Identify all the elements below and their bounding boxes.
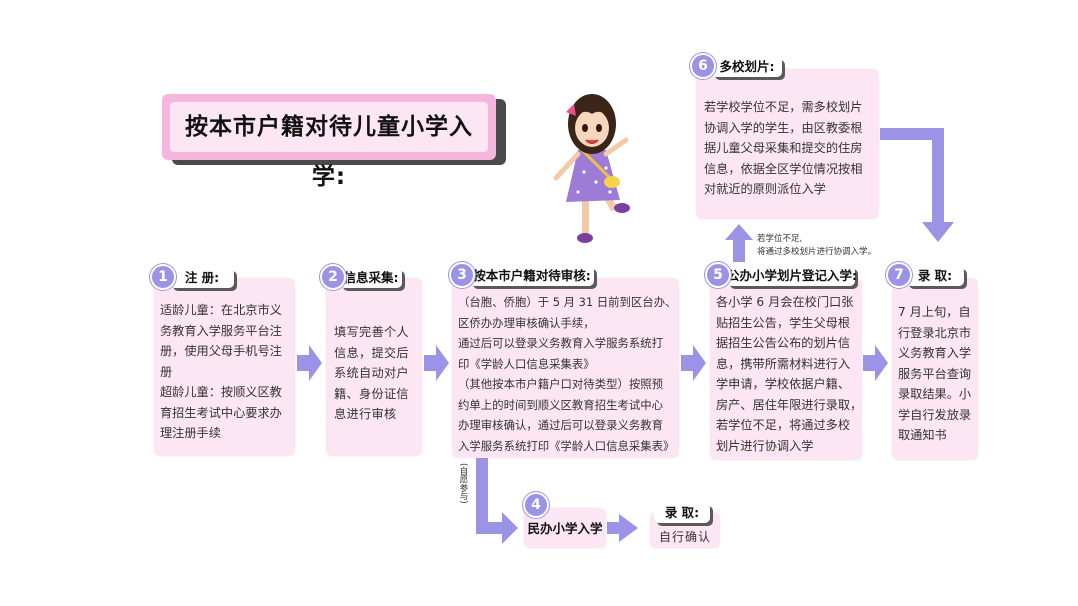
voluntary-note: (自愿参与): [458, 463, 468, 504]
step-1-badge: 1: [150, 264, 176, 290]
step-3-line: （台胞、侨胞）于 5 月 31 日前到区台办、: [458, 295, 677, 309]
step-7-line: 义务教育入学: [898, 346, 972, 360]
page-title: 按本市户籍对待儿童小学入学:: [185, 114, 473, 190]
step-1-line: 适龄儿童：在北京市义: [160, 303, 282, 317]
step-6-line: 协调入学的学生，由区教委根: [704, 120, 863, 135]
step-2-line: 系统自动对户: [334, 366, 409, 380]
step-6-line: 据儿童父母采集和提交的住房: [704, 141, 863, 155]
step-7-line: 录取结果。小: [898, 387, 972, 401]
step-3-line: 区侨办办理审核确认手续，: [458, 315, 595, 330]
shortage-note-line2: 将通过多校划片进行协调入学。: [757, 247, 877, 257]
step-2-line: 信息，提交后: [334, 345, 409, 360]
step-2-line: 息进行审核: [334, 407, 397, 421]
step-1-line: 超龄儿童：按顺义区教: [160, 385, 282, 399]
step-5-badge: 5: [705, 262, 731, 288]
arrow-5-to-6: [725, 224, 753, 262]
step-7-line: 服务平台查询: [898, 366, 972, 381]
step-3-label: 按本市户籍对待审核:: [470, 266, 594, 286]
step-2-card: 填写完善个人 信息，提交后 系统自动对户 籍、身份证信 息进行审核: [326, 278, 422, 456]
step-4-label: 民办小学入学: [527, 521, 603, 536]
step-5-line: 若学位不足，将通过多校: [716, 418, 851, 432]
step-6-badge: 6: [690, 53, 716, 79]
step-5-card: 各小学 6 月会在校门口张 贴招生公告，学生父母根 据招生公告公布的划片信 息，…: [710, 278, 862, 460]
step-1-line: 育招生考试中心要求办: [160, 405, 282, 420]
step-1-line: 册，使用父母手机号注: [160, 344, 282, 358]
step-1-line: 册: [160, 364, 173, 379]
step-7-line: 学自行发放录: [898, 407, 972, 422]
arrow-6-to-7-path: [880, 128, 954, 242]
step-7-badge: 7: [886, 262, 912, 288]
step-7-line: 7 月上旬，自: [898, 305, 971, 319]
step-2-label: 信息采集:: [340, 268, 402, 288]
step-7-label: 录 取:: [906, 266, 964, 286]
step-3-line: 印《学龄人口信息采集表》: [458, 356, 595, 371]
arrow-1-to-2: [297, 345, 322, 381]
step-3-line: 办理审核确认，通过后可以登录义务教育: [458, 418, 664, 432]
step-1-label: 注 册:: [170, 268, 234, 288]
step-3-line: 入学服务系统打印《学龄人口信息采集表》: [458, 438, 675, 453]
step-6-card: 若学校学位不足，需多校划片 协调入学的学生，由区教委根 据儿童父母采集和提交的住…: [696, 69, 879, 219]
step-5-line: 息，携带所需材料进行入: [716, 356, 851, 371]
step-2-badge: 2: [320, 264, 346, 290]
arrow-2-to-3: [424, 345, 449, 381]
step-6-line: 对就近的原则派位入学: [704, 182, 826, 196]
step-1-line: 务教育入学服务平台注: [160, 323, 282, 338]
arrow-5-to-7: [863, 345, 888, 381]
step-7-card: 7 月上旬，自 行登录北京市 义务教育入学 服务平台查询 录取结果。小 学自行发…: [892, 278, 978, 460]
step-5-line: 贴招生公告，学生父母根: [716, 315, 851, 330]
step-1-card: 适龄儿童：在北京市义 务教育入学服务平台注 册，使用父母手机号注 册 超龄儿童：…: [154, 278, 295, 456]
shortage-note-line1: 若学位不足,: [757, 234, 803, 244]
step-6-line: 若学校学位不足，需多校划片: [704, 100, 863, 114]
step-3-line: （其他按本市户籍户口对待类型）按照预: [458, 377, 664, 391]
arrow-3-to-4: [476, 458, 518, 544]
step-4-badge: 4: [523, 492, 549, 518]
private-admission-label: 录 取:: [654, 503, 710, 523]
step-5-line: 学申请，学校依据户籍、: [716, 377, 851, 391]
step-6-line: 信息，依据全区学位情况按相: [704, 161, 863, 176]
step-7-line: 取通知书: [898, 428, 947, 442]
step-3-line: 约单上的时间到顺义区教育招生考试中心: [458, 397, 664, 412]
arrow-3-to-5: [681, 345, 706, 381]
step-2-line: 填写完善个人: [334, 325, 409, 339]
step-3-card: （台胞、侨胞）于 5 月 31 日前到区台办、 区侨办办理审核确认手续， 通过后…: [452, 278, 679, 458]
private-admission-text: 自行确认: [658, 530, 711, 544]
step-5-line: 各小学 6 月会在校门口张: [716, 295, 854, 309]
step-5-line: 房产、居住年限进行录取，: [716, 397, 863, 412]
step-3-badge: 3: [449, 262, 475, 288]
step-5-line: 划片进行协调入学: [716, 438, 814, 453]
step-3-line: 通过后可以登录义务教育入学服务系统打: [458, 336, 664, 350]
step-5-label: 公办小学划片登记入学:: [727, 266, 857, 286]
step-1-line: 理注册手续: [160, 426, 221, 440]
title-banner-inner: [170, 102, 488, 152]
step-5-line: 据招生公告公布的划片信: [716, 336, 851, 350]
step-7-line: 行登录北京市: [898, 325, 972, 340]
arrow-4-to-admission: [607, 514, 638, 542]
step-6-label: 多校划片:: [712, 57, 782, 77]
step-2-line: 籍、身份证信: [334, 386, 409, 401]
